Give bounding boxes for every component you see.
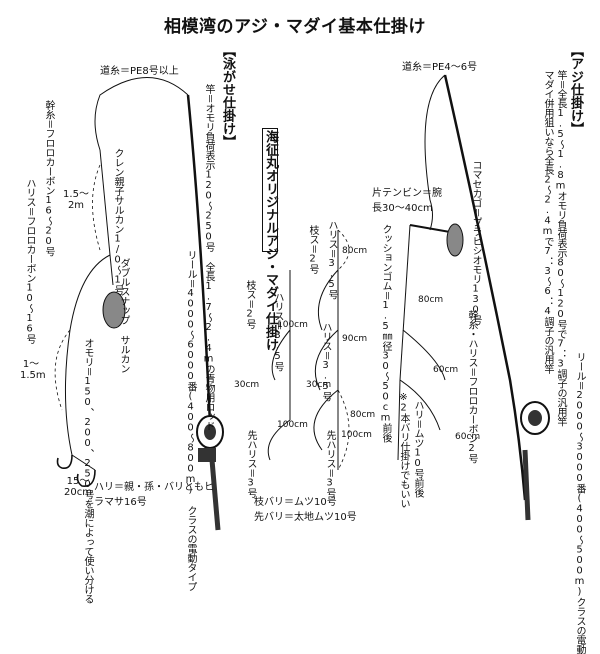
left-snap-label: ダブルスナップ (118, 258, 129, 325)
left-reel-label: リール＝4000〜6000番(400〜800m) クラスの電動タイプ (185, 250, 196, 591)
middle-len-80a: 80cm (342, 246, 368, 256)
right-note: ※2本バリ仕掛けでもいい (398, 392, 409, 508)
left-len-3: 15〜20cm (64, 476, 92, 498)
left-reel (196, 415, 224, 462)
middle-sakiharisu-1: 先ハリス＝3号 (245, 430, 256, 498)
right-main-line-label: 道糸＝PE4〜6号 (402, 62, 478, 73)
middle-harisu-1: ハリス＝3.5号 (326, 220, 337, 299)
right-basket-label: コマセカゴ＝プラビシオモリ130号 (470, 160, 481, 325)
middle-saki-hook-label: 先バリ＝太地ムツ10号 (254, 512, 357, 523)
middle-len-30a: 30cm (234, 380, 260, 390)
left-sinker-label: オモリ＝150、200、250号を潮によって使い分ける (82, 338, 93, 604)
left-mikiito-label: 幹糸＝フロロカーボン16〜20号 (43, 100, 54, 256)
right-rod-label-2: マダイ併用狙いなら全長2〜2.4mで7：3〜6：4調子の汎用竿 (542, 70, 553, 374)
middle-len-80b: 80cm (350, 410, 376, 420)
left-swivel-label: クレン親子サルカン1/0〜1号 (112, 148, 123, 295)
middle-harisu-2: ハリス＝3.5号 (272, 292, 283, 371)
left-harisu-label: ハリス＝フロロカーボン10〜16号 (24, 178, 35, 344)
middle-len-90: 90cm (342, 334, 368, 344)
right-rod (443, 74, 527, 501)
middle-len-100b: 100cm (277, 420, 308, 430)
right-cushion-label: クッションゴム＝1.5㎜径30〜50cm前後 (380, 224, 391, 442)
middle-edasu-2: 枝ス＝2号 (244, 280, 255, 329)
rig-drawing (54, 74, 550, 531)
right-tenbin-label: 片テンビン＝腕長30〜40cm (372, 188, 442, 214)
middle-len-30b: 30cm (306, 380, 332, 390)
left-len-1: 1.5〜2m (63, 189, 89, 211)
right-hook-label: ハリ＝ムツ10号前後 (412, 400, 423, 497)
middle-sakiharisu-2: 先ハリス＝3号 (324, 430, 335, 498)
page-title: 相模湾のアジ・マダイ基本仕掛け (164, 17, 426, 37)
left-main-line-label: 道糸＝PE8号以上 (100, 66, 179, 77)
right-len-60a: 60cm (433, 365, 459, 375)
left-hook-label: ハリ＝親・孫・バリともヒラマサ16号 (94, 482, 214, 508)
middle-rig-heading: 海征丸オリジナルアジ・マダイ仕掛け (262, 128, 278, 351)
middle-eda-hook-label: 枝バリ＝ムツ10号 (254, 497, 337, 508)
middle-rig-lines (267, 230, 339, 470)
left-main-line (99, 149, 111, 256)
right-reel-label: リール＝2000〜3000番(400〜500m)クラスの電動 (574, 352, 585, 654)
middle-harisu-3: ハリス＝3.5号 (320, 322, 331, 401)
middle-len-100c: 100cm (341, 430, 372, 440)
right-len-80: 80cm (418, 295, 444, 305)
right-rod-label: 竿＝全長1.5〜1.8mオモリ負荷表示80〜120号で7：3調子の汎用竿 (555, 70, 566, 426)
right-reel (520, 401, 550, 435)
left-hook-oya (56, 454, 73, 470)
left-rod-label: 竿＝オモリ負荷表示120〜250号 全長1.7〜2.4mの青物用ロッド (203, 84, 214, 431)
fishing-rig-diagram: 相模湾のアジ・マダイ基本仕掛け 道糸＝PE8号以上 【泳がせ仕掛け】 竿＝オモリ… (20, 17, 585, 654)
left-sinker (102, 254, 126, 329)
right-len-60b: 60cm (455, 432, 481, 442)
left-sarukan-label: サルカン (118, 335, 129, 373)
left-len-2: 1〜1.5m (20, 359, 46, 381)
left-hook-mago (76, 469, 96, 487)
right-rig-heading: 【アジ仕掛け】 (568, 44, 583, 135)
right-tenbin (409, 223, 464, 257)
left-rig-heading: 【泳がせ仕掛け】 (220, 44, 235, 148)
left-rod (186, 94, 214, 471)
middle-edasu-label: 枝ス＝2号 (307, 225, 318, 274)
right-mikiito-label: 幹糸・ハリス＝フロロカーボン2号 (466, 310, 477, 463)
middle-len-100a: 100cm (277, 320, 308, 330)
